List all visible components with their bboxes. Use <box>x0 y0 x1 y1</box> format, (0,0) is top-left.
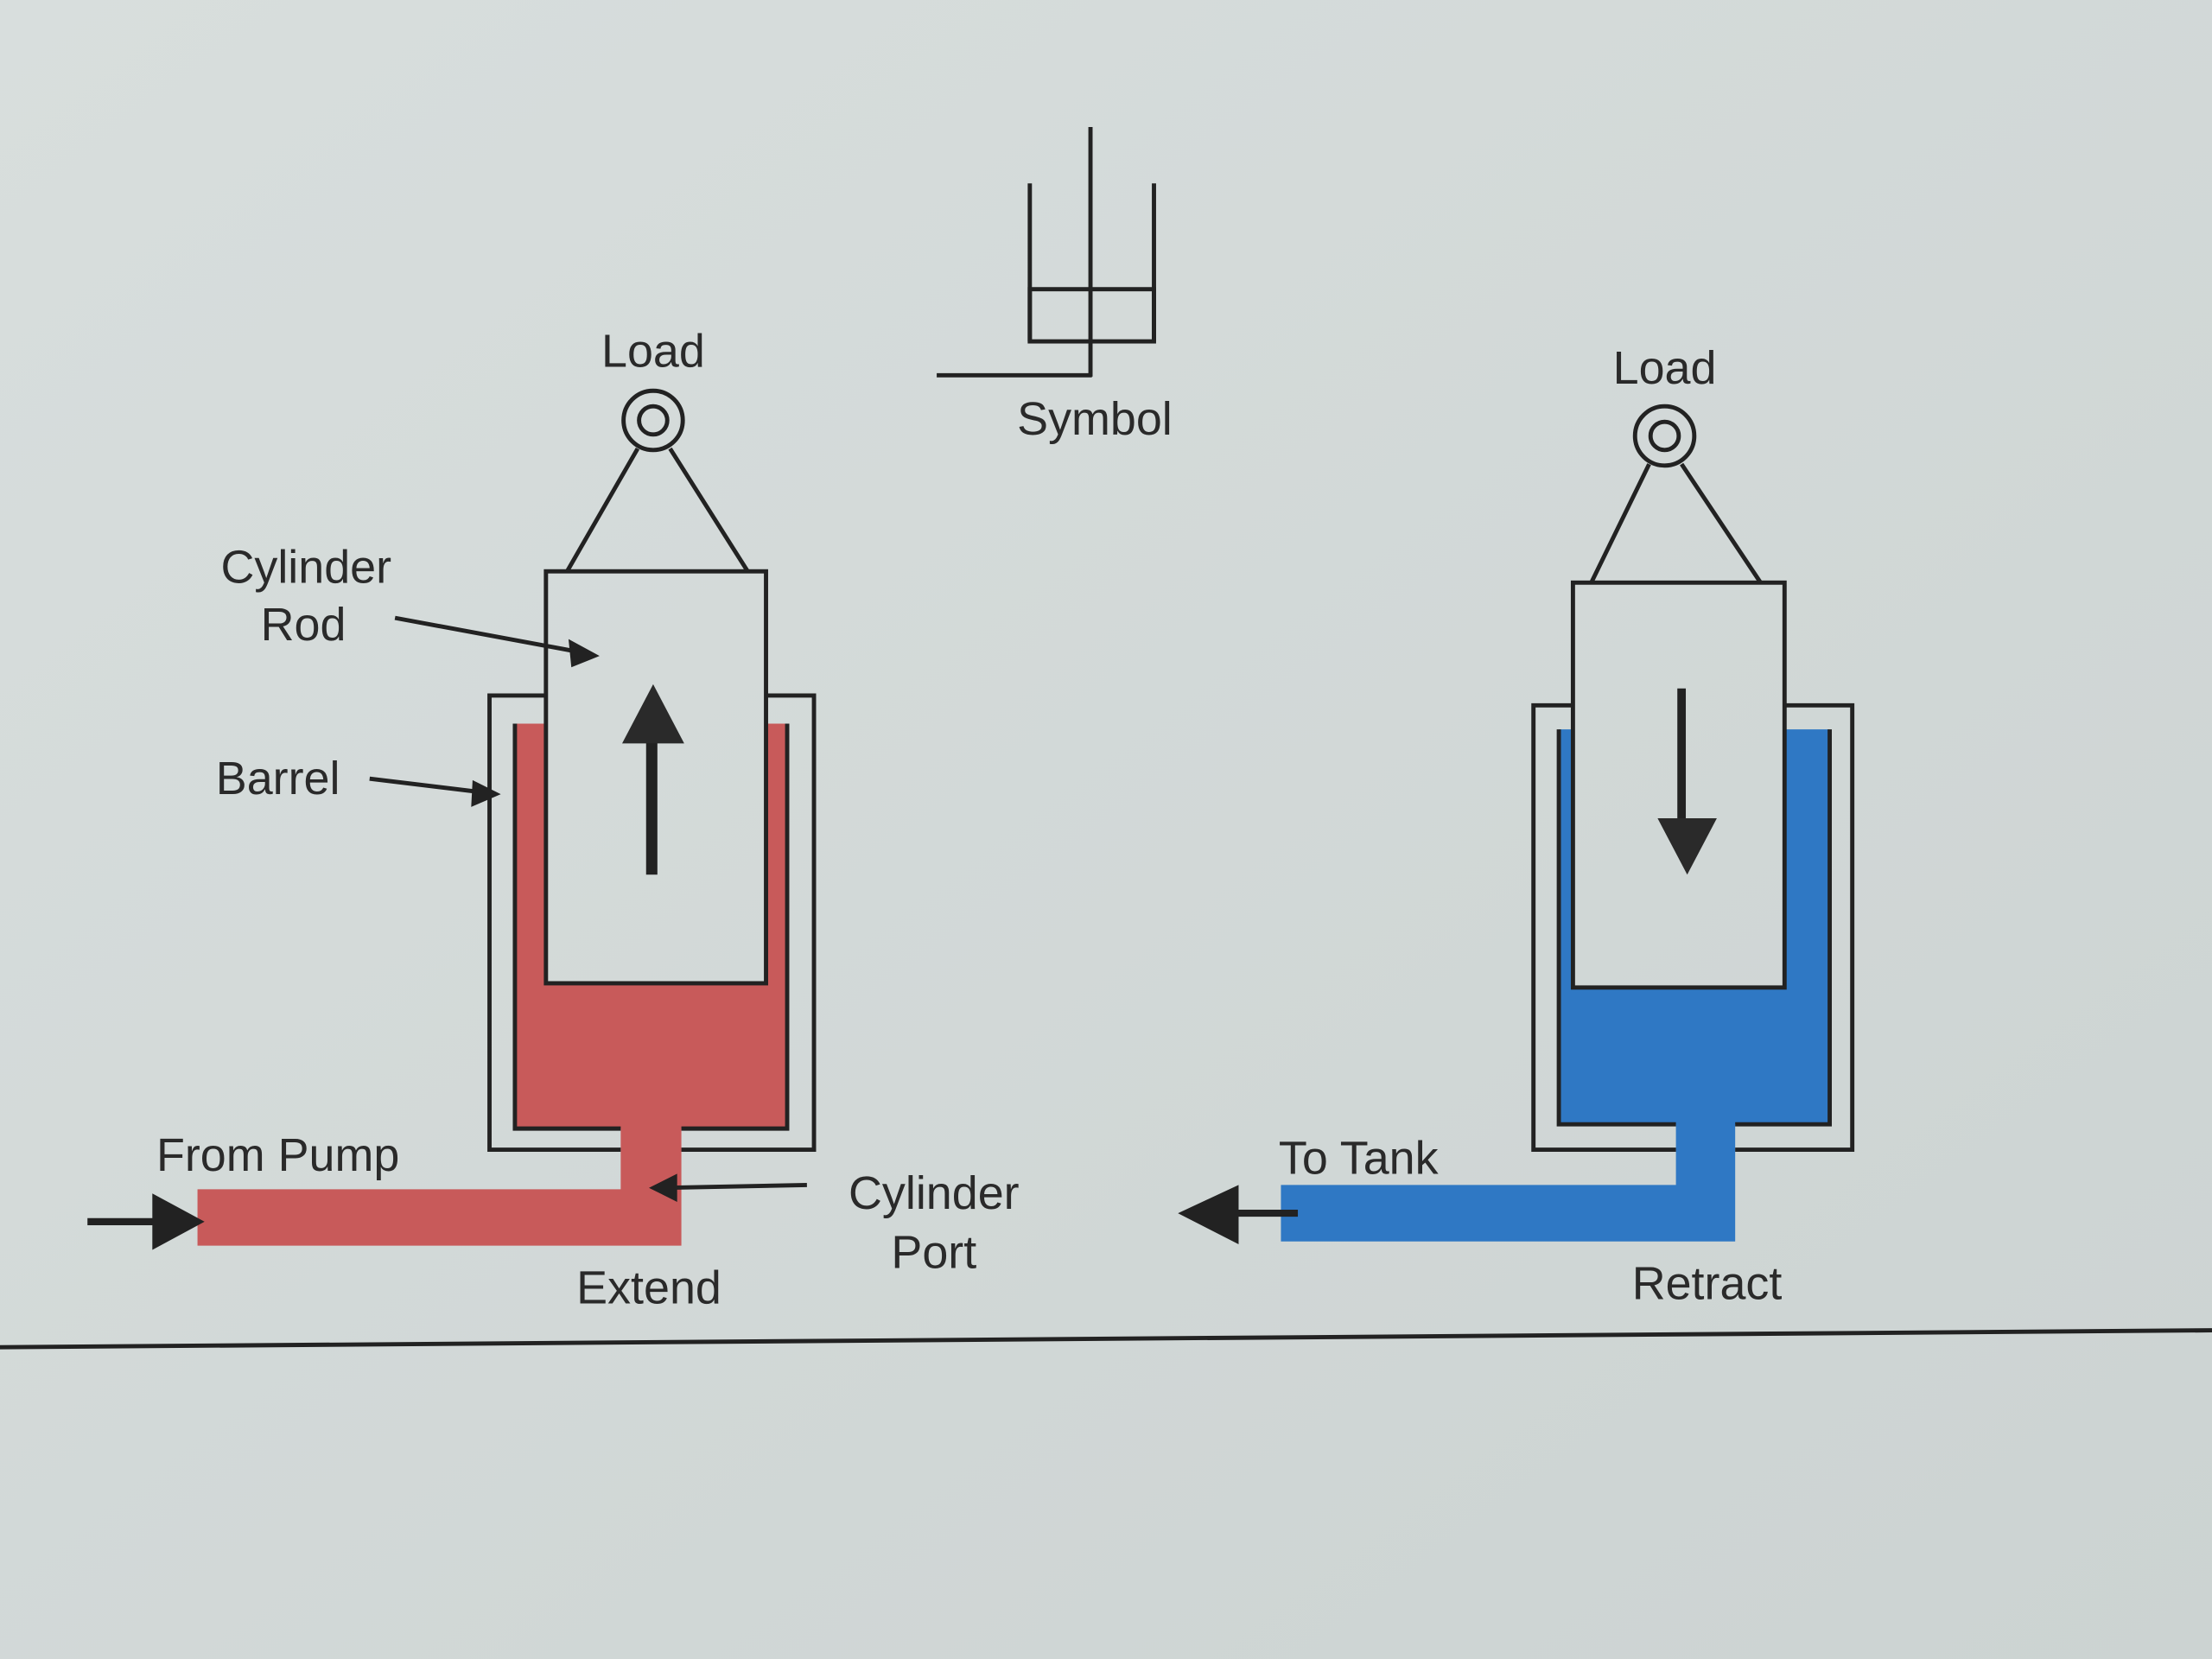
retract-fluid <box>1281 729 1830 1242</box>
load-eye-icon <box>1632 404 1697 468</box>
port-label-line2: Port <box>891 1227 976 1279</box>
arrow-down-icon <box>1657 688 1717 875</box>
page-divider <box>0 1328 2212 1350</box>
from-pump-label: From Pump <box>156 1129 399 1181</box>
extend-cylinder: Load Cylinder Rod Barrel From Pump Cylin… <box>87 325 1020 1314</box>
extend-caption: Extend <box>576 1262 721 1314</box>
to-tank-label: To Tank <box>1279 1132 1440 1184</box>
cylinder-symbol: Symbol <box>937 126 1173 445</box>
outflow-arrow-icon <box>1178 1185 1239 1244</box>
cylinder-rod <box>543 569 768 986</box>
extend-fluid <box>197 723 788 1246</box>
inflow-arrow-icon <box>152 1193 205 1250</box>
arrow-up-icon <box>622 683 684 875</box>
load-eye-icon <box>621 388 685 453</box>
cylinder-rod <box>1570 580 1787 990</box>
retract-cylinder: Load To Tank Retract <box>1178 342 1855 1310</box>
extend-load-label: Load <box>601 325 705 377</box>
symbol-label: Symbol <box>1017 393 1173 445</box>
retract-caption: Retract <box>1632 1258 1783 1310</box>
retract-load-label: Load <box>1613 342 1717 394</box>
rod-label-line2: Rod <box>261 599 346 651</box>
barrel-label: Barrel <box>216 753 340 804</box>
rod-label-line1: Cylinder <box>221 541 392 593</box>
port-label-line1: Cylinder <box>849 1167 1020 1219</box>
